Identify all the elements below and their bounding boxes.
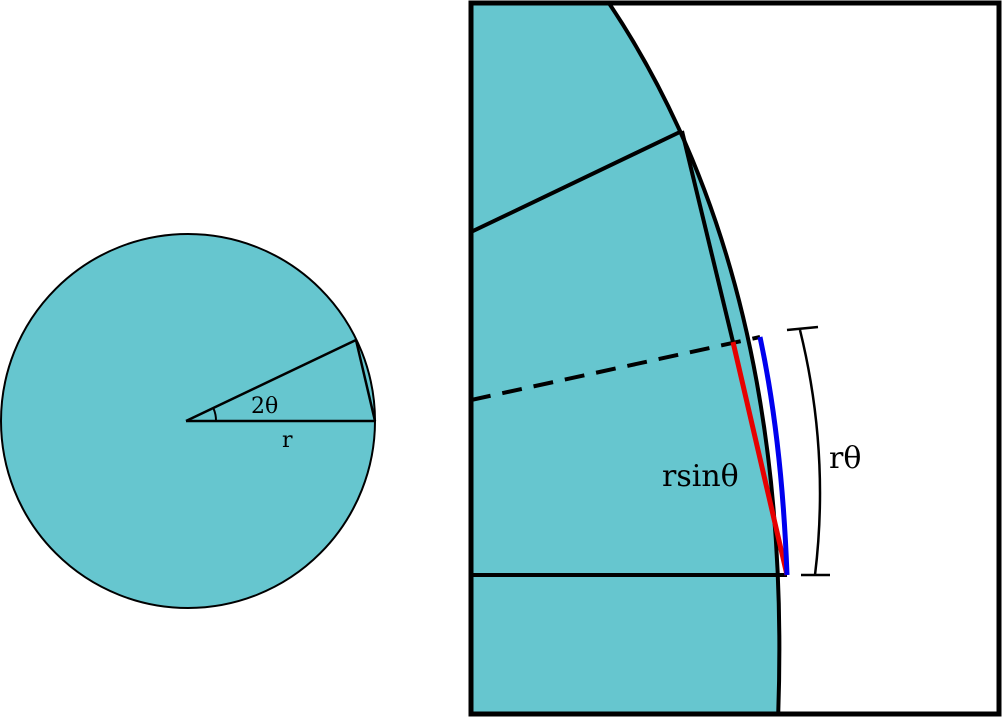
angle-arc-mark: [212, 408, 218, 422]
arc-length-bracket: [798, 329, 822, 576]
chord-line: [354, 339, 377, 422]
left-figure: 2θ r: [0, 233, 377, 609]
angle-label: 2θ: [251, 394, 278, 419]
bisector-dashed-line: [471, 335, 761, 402]
right-figure: rsinθ rθ: [468, 0, 1002, 717]
upper-radius-line: [471, 129, 683, 234]
half-chord-red-line: [730, 341, 790, 576]
bracket-top-tick: [786, 325, 819, 332]
arc-length-label: rθ: [829, 441, 861, 476]
radius-line-angled: [185, 338, 357, 423]
chord-length-label: rsinθ: [662, 459, 739, 494]
zoomed-circle-boundary: [606, 3, 782, 714]
zoomed-disk-region: [471, 3, 780, 714]
zoom-frame-border: [468, 0, 1002, 717]
upper-chord-line: [680, 130, 735, 343]
radius-label: r: [282, 428, 293, 453]
half-arc-blue-line: [757, 336, 790, 576]
